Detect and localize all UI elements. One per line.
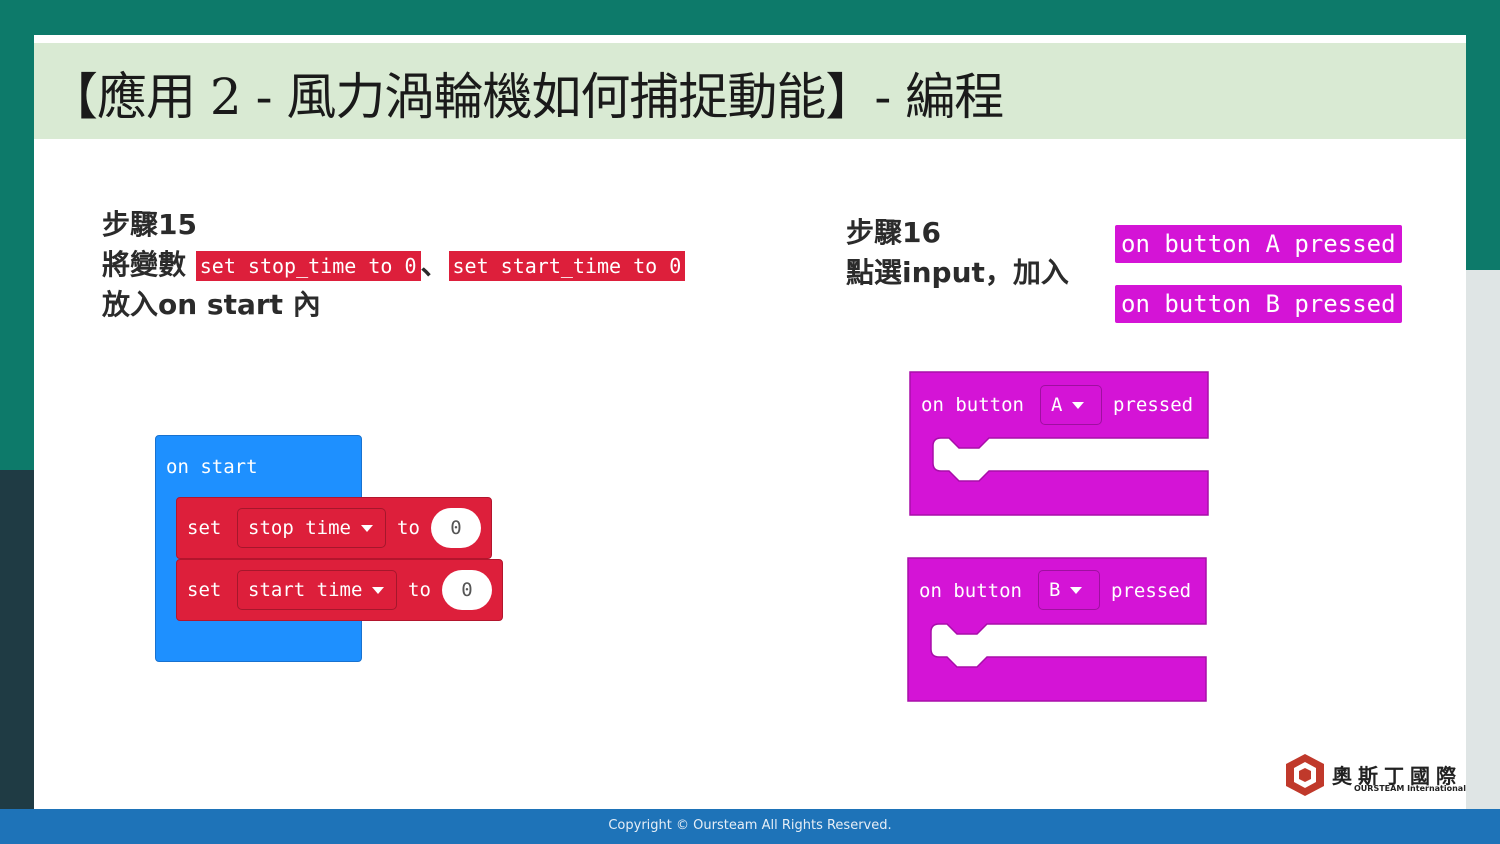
on-button-a-tag: on button A pressed [1115,225,1402,263]
dropdown-caret-icon [1072,401,1085,409]
separator: 、 [420,248,449,281]
step16-line2: 點選input，加入 [846,256,1069,289]
button-b-dropdown-label: B [1049,579,1061,601]
slide: 【應用 2 - 風力渦輪機如何捕捉動能】- 編程 步驟15 將變數 set st… [34,35,1466,809]
step15-prefix: 將變數 [102,248,187,281]
button-a-dropdown[interactable]: A [1040,385,1102,425]
copyright-text: Copyright © Oursteam All Rights Reserved… [608,818,892,833]
step15-line2: 將變數 set stop_time to 0、set start_time to… [102,245,686,285]
start-time-value-input[interactable]: 0 [442,570,492,610]
on-button-b-tag: on button B pressed [1115,285,1402,323]
pressed-label: pressed [1111,580,1192,602]
button-a-dropdown-label: A [1051,394,1063,416]
start-time-dropdown[interactable]: start time [237,570,397,610]
set-keyword: set [187,579,222,601]
to-keyword: to [408,579,431,601]
button-a-block-shape [909,371,1209,516]
pressed-label: pressed [1113,394,1194,416]
stop-time-dropdown-label: stop time [248,517,351,539]
set-keyword: set [187,517,222,539]
background-light-shape [1460,270,1500,810]
step15-line3: 放入on start 內 [102,288,321,321]
step16-heading: 步驟16 [846,216,941,249]
set-start-time-inline-block: set start_time to 0 [448,251,686,281]
step15-text: 步驟15 將變數 set stop_time to 0、set start_ti… [102,205,686,325]
footer: Copyright © Oursteam All Rights Reserved… [0,809,1500,844]
dropdown-caret-icon [1070,586,1083,594]
stop-time-value-input[interactable]: 0 [431,508,481,548]
set-stop-time-inline-block: set stop_time to 0 [195,251,421,281]
button-b-block-shape [907,557,1207,702]
slide-title: 【應用 2 - 風力渦輪機如何捕捉動能】- 編程 [48,68,1004,126]
dropdown-caret-icon [372,586,385,594]
start-time-dropdown-label: start time [248,579,363,601]
button-b-dropdown[interactable]: B [1038,570,1100,610]
on-start-label: on start [166,456,258,478]
logo-english-text: OURSTEAM International [1354,784,1466,793]
step16-text: 步驟16 點選input，加入 [846,213,1069,293]
dropdown-caret-icon [360,524,373,532]
on-button-label: on button [919,580,1022,602]
stop-time-dropdown[interactable]: stop time [237,508,386,548]
cube-logo-icon [1286,754,1324,796]
on-button-label: on button [921,394,1024,416]
step15-heading: 步驟15 [102,208,197,241]
to-keyword: to [397,517,420,539]
logo-chinese-text: 奧斯丁國際 [1332,764,1462,788]
title-bar: 【應用 2 - 風力渦輪機如何捕捉動能】- 編程 [34,43,1466,139]
